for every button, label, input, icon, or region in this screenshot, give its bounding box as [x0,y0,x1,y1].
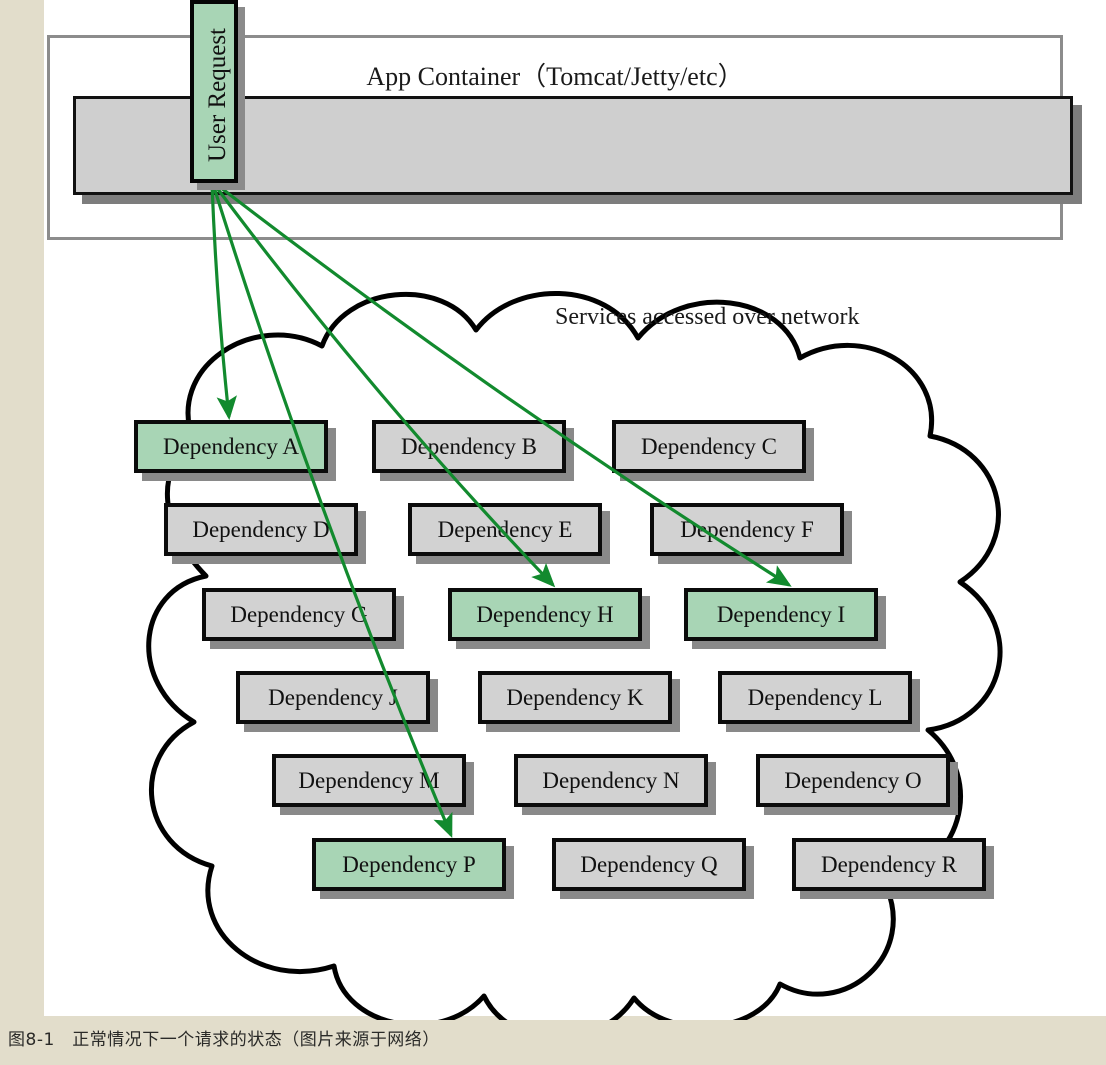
dependency-label: Dependency Q [580,851,718,877]
dependency-label: Dependency O [784,767,922,793]
cloud-outline [146,290,1003,1020]
dependency-label: Dependency N [542,767,680,793]
dependency-box-o: Dependency O [756,754,950,807]
dependency-label: Dependency F [680,516,814,542]
dependency-box-j: Dependency J [236,671,430,724]
dependency-label: Dependency P [342,851,476,877]
dependency-label: Dependency H [476,601,614,627]
dependency-box-c: Dependency C [612,420,806,473]
dependency-box-n: Dependency N [514,754,708,807]
dependency-box-a: Dependency A [134,420,328,473]
cloud-label: Services accessed over network [555,304,860,330]
dependency-box-f: Dependency F [650,503,844,556]
dependency-box-l: Dependency L [718,671,912,724]
dependency-box-r: Dependency R [792,838,986,891]
network-cloud [146,290,1003,1020]
dependency-label: Dependency G [230,601,368,627]
dependency-label: Dependency B [400,433,538,459]
dependency-box-h: Dependency H [448,588,642,641]
dependency-box-b: Dependency B [372,420,566,473]
dependency-box-q: Dependency Q [552,838,746,891]
app-container-title: App Container（Tomcat/Jetty/etc） [366,62,744,91]
dependency-box-k: Dependency K [478,671,672,724]
dependency-label: Dependency E [437,516,573,542]
user-request-label: User Request [204,28,231,163]
dependency-label: Dependency C [640,433,778,459]
user-request-box: User Request [190,0,238,183]
dependency-label: Dependency K [506,684,644,710]
dependency-box-d: Dependency D [164,503,358,556]
page-margin-strip [0,0,44,1016]
dependency-label: Dependency D [192,516,330,542]
dependency-box-e: Dependency E [408,503,602,556]
dependency-box-i: Dependency I [684,588,878,641]
dependency-label: Dependency J [268,684,398,710]
dependency-box-g: Dependency G [202,588,396,641]
dependency-label: Dependency M [298,767,440,793]
dependency-box-p: Dependency P [312,838,506,891]
dependency-label: Dependency A [162,433,300,459]
dependency-label: Dependency R [820,851,958,877]
dependency-label: Dependency I [716,601,846,627]
figure-caption: 图8-1 正常情况下一个请求的状态（图片来源于网络） [8,1030,440,1050]
caption-band [0,1016,1106,1065]
dependency-box-m: Dependency M [272,754,466,807]
dependency-label: Dependency L [747,684,883,710]
